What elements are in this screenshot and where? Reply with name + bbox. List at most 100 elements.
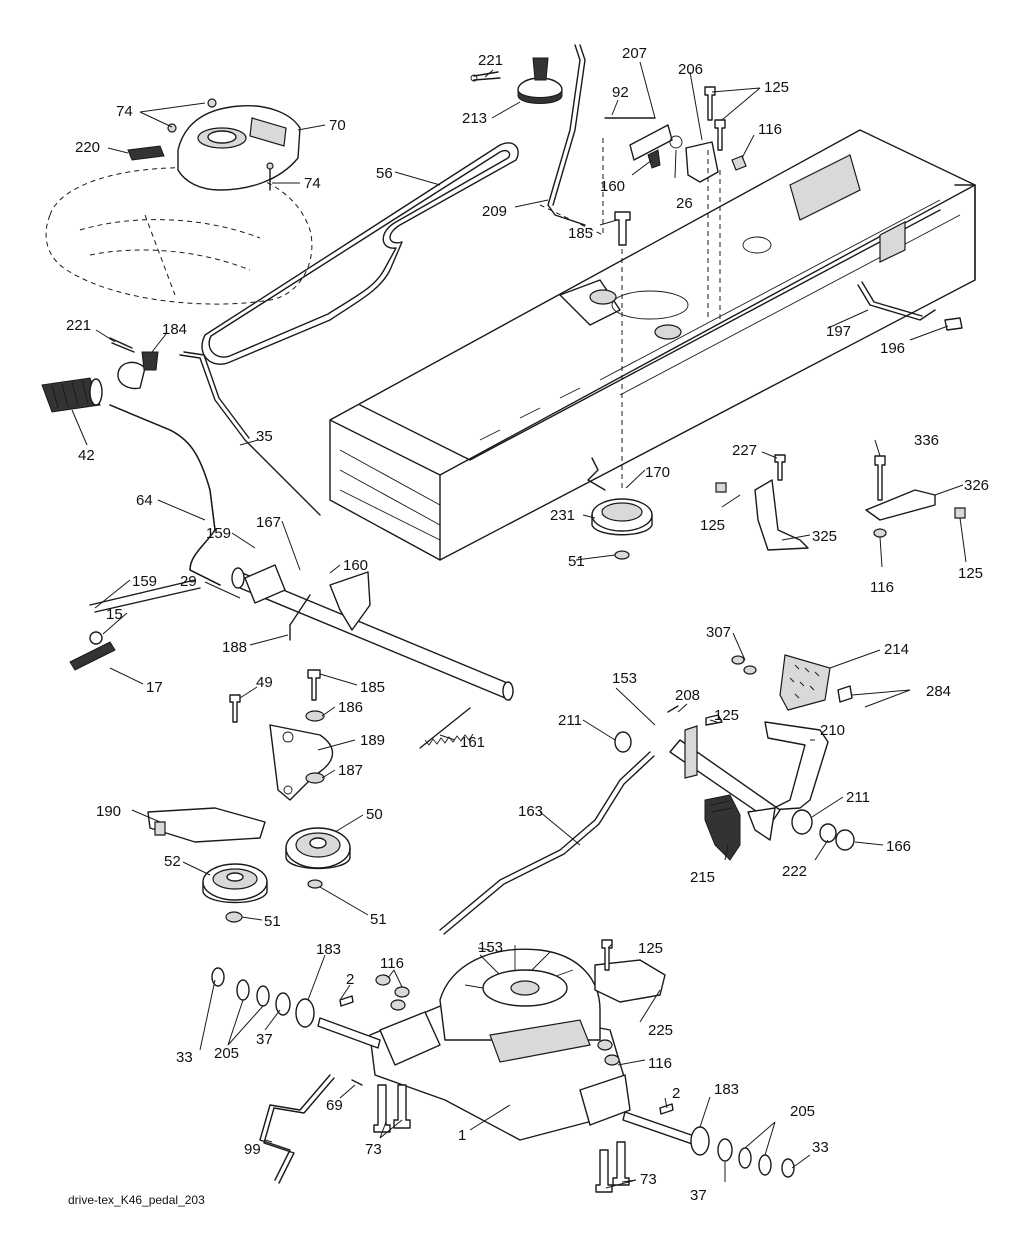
washers-left: [211, 967, 354, 1028]
callout-label: 205: [790, 1103, 815, 1120]
callout-label: 206: [678, 61, 703, 78]
callout-label: 153: [478, 939, 503, 956]
callout-label: 73: [640, 1171, 657, 1188]
brake-pedal-210: [614, 705, 855, 851]
callout-label: 125: [764, 79, 789, 96]
lift-handle-64: [109, 404, 221, 586]
callout-label: 116: [380, 955, 404, 972]
bracket-325: [715, 454, 809, 551]
callout-label: 56: [376, 165, 393, 182]
callout-label: 186: [338, 699, 363, 716]
callout-label: 2: [672, 1085, 680, 1102]
callout-label: 214: [884, 641, 909, 658]
lever-assembly-207: [604, 117, 719, 183]
callout-label: 213: [462, 110, 487, 127]
callout-label: 183: [316, 941, 341, 958]
callout-label: 159: [132, 573, 157, 590]
rod-163: [439, 751, 655, 935]
callout-label: 208: [675, 687, 700, 704]
main-shaft: [69, 564, 514, 701]
callout-label: 307: [706, 624, 731, 641]
callout-label: 26: [676, 195, 693, 212]
callout-label: 49: [256, 674, 273, 691]
callout-label: 33: [176, 1049, 193, 1066]
belt-guide-190: [147, 807, 266, 843]
callout-label: 227: [732, 442, 757, 459]
callout-label: 1: [458, 1127, 466, 1144]
callout-label: 222: [782, 863, 807, 880]
callout-label: 116: [648, 1055, 672, 1072]
pivot-bolt-185: [614, 211, 631, 246]
callout-label: 52: [164, 853, 181, 870]
callout-label: 29: [180, 573, 197, 590]
callout-label: 211: [846, 789, 870, 806]
callout-label: 188: [222, 639, 247, 656]
callout-label: 185: [360, 679, 385, 696]
callout-label: 69: [326, 1097, 343, 1114]
pedal-pad-215: [704, 794, 741, 861]
callout-label: 161: [460, 734, 485, 751]
callout-label: 92: [612, 84, 629, 101]
steering-rod-209: [547, 44, 586, 226]
callout-label: 35: [256, 428, 273, 445]
callout-label: 51: [568, 553, 585, 570]
callout-label: 125: [638, 940, 663, 957]
callout-label: 284: [926, 683, 951, 700]
callout-label: 221: [478, 52, 503, 69]
transaxle-1: [317, 945, 701, 1147]
callout-label: 221: [66, 317, 91, 334]
callout-label: 125: [958, 565, 983, 582]
callout-label: 207: [622, 45, 647, 62]
dashed-guides: [539, 138, 721, 490]
bolts-73: [373, 974, 630, 1193]
callout-label: 209: [482, 203, 507, 220]
callout-label: 2: [346, 971, 354, 988]
pulley-231: [587, 457, 653, 560]
grip-42: [41, 377, 103, 413]
callout-label: 37: [256, 1031, 273, 1048]
callout-label: 37: [690, 1187, 707, 1204]
callout-label: 197: [826, 323, 851, 340]
callout-label: 231: [550, 507, 575, 524]
callout-label: 33: [812, 1139, 829, 1156]
pulley-52: [202, 863, 323, 923]
knob-184: [109, 337, 159, 390]
callout-label: 166: [886, 838, 911, 855]
callout-label: 170: [645, 464, 670, 481]
pedal-214: [731, 654, 853, 711]
callout-label: 74: [116, 103, 133, 120]
deflector-225: [594, 939, 666, 1003]
callout-label: 326: [964, 477, 989, 494]
callout-label: 116: [870, 579, 894, 596]
chassis-frame: [329, 129, 976, 561]
seat-and-fender: [45, 98, 313, 305]
callout-label: 211: [558, 712, 582, 729]
callout-label: 74: [304, 175, 321, 192]
callout-label: 42: [78, 447, 95, 464]
callout-label: 325: [812, 528, 837, 545]
callout-label: 70: [329, 117, 346, 134]
washers-right: [659, 1103, 795, 1178]
callout-label: 187: [338, 762, 363, 779]
callout-label: 153: [612, 670, 637, 687]
callout-label: 159: [206, 525, 231, 542]
callout-label: 167: [256, 514, 281, 531]
leader-lines: [71, 61, 967, 1189]
callout-label: 189: [360, 732, 385, 749]
callout-label: 17: [146, 679, 163, 696]
callout-label: 210: [820, 722, 845, 739]
bracket-326: [865, 455, 966, 538]
callout-label: 336: [914, 432, 939, 449]
drive-belt: [201, 142, 519, 365]
callout-label: 163: [518, 803, 543, 820]
bolts-125-top: [704, 86, 747, 171]
callout-label: 205: [214, 1045, 239, 1062]
callout-label: 116: [758, 121, 782, 138]
rod-35: [179, 351, 321, 516]
callout-label: 50: [366, 806, 383, 823]
callout-label: 73: [365, 1141, 382, 1158]
callout-label: 160: [600, 178, 625, 195]
callout-label: 160: [343, 557, 368, 574]
rod-197: [857, 281, 963, 331]
